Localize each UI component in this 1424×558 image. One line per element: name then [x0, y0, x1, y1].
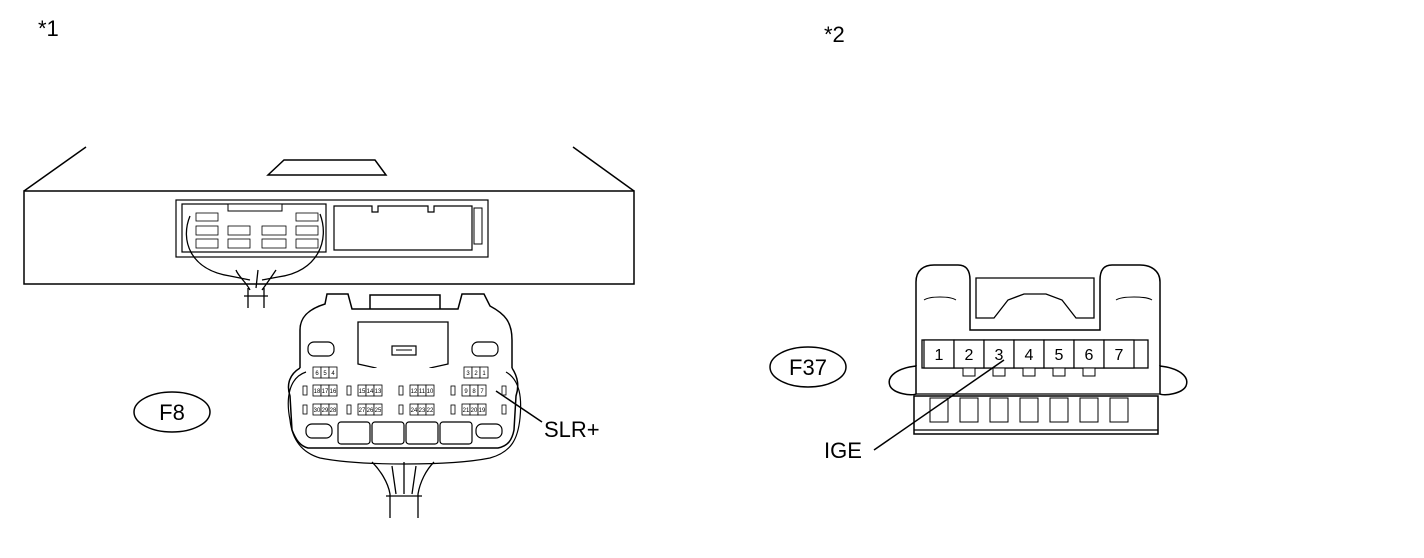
slr-leader-line	[495, 390, 543, 423]
f37-terminal-slot	[1049, 397, 1069, 423]
f8-pin-cell	[328, 403, 338, 416]
figure-label-right: *2	[824, 22, 845, 47]
f8-spacer-block	[302, 385, 308, 396]
f37-pin-tab	[1052, 367, 1066, 377]
f8-pin-cell	[477, 384, 487, 397]
f8-pin-number: 21	[463, 408, 470, 414]
figure-label-left: *1	[38, 16, 59, 41]
f37-pin-number: 2	[965, 347, 974, 364]
f8-pin-number: 19	[479, 408, 486, 414]
f8-pin-number: 2	[474, 371, 478, 377]
f8-pin-number: 15	[359, 389, 366, 395]
f8-pin-number: 8	[472, 389, 476, 395]
f37-pin-cell	[1073, 339, 1105, 369]
f8-spacer-block	[450, 404, 456, 415]
f37-terminal-slot	[929, 397, 949, 423]
f8-spacer-block	[302, 404, 308, 415]
f8-pin-number: 17	[322, 389, 329, 395]
f8-pin-number: 26	[367, 408, 374, 414]
f8-spacer-block	[398, 404, 404, 415]
f37-terminal-slot	[989, 397, 1009, 423]
f37-pin-number: 1	[935, 347, 944, 364]
f8-pin-number: 3	[466, 371, 470, 377]
f8-pin-cell	[328, 366, 338, 379]
f8-pin-number: 11	[419, 389, 426, 395]
f8-pin-number: 16	[330, 389, 337, 395]
f37-terminal-slot	[1109, 397, 1129, 423]
f8-pin-number: 10	[427, 389, 434, 395]
f8-pin-number: 27	[359, 408, 366, 414]
f8-pin-number: 4	[331, 371, 335, 377]
f8-spacer-block	[398, 385, 404, 396]
f37-pin-tab	[992, 367, 1006, 377]
f8-spacer-block	[501, 385, 507, 396]
f8-pin-number: 20	[471, 408, 478, 414]
f8-pin-cell	[328, 384, 338, 397]
f8-pin-cell	[479, 366, 489, 379]
f37-terminal-slot	[1079, 397, 1099, 423]
f37-pin-number: 3	[995, 347, 1004, 364]
f8-pin-number: 28	[330, 408, 337, 414]
f8-pin-number: 13	[375, 389, 382, 395]
f8-pin-cell	[425, 403, 435, 416]
f37-connector-id: F37	[789, 355, 827, 380]
f8-pin-cell	[425, 384, 435, 397]
f37-pin-tab	[1082, 367, 1096, 377]
f37-pin-number: 7	[1115, 347, 1124, 364]
f8-pin-number: 12	[411, 389, 418, 395]
f8-pin-number: 7	[480, 389, 484, 395]
f8-spacer-block	[346, 385, 352, 396]
f8-pin-number: 25	[375, 408, 382, 414]
f8-pin-number: 24	[411, 408, 418, 414]
f37-pin-cell	[923, 339, 955, 369]
f8-pin-cell	[477, 403, 487, 416]
f37-pin-cell	[1103, 339, 1135, 369]
f37-pin-number: 6	[1085, 347, 1094, 364]
f37-pin-number: 5	[1055, 347, 1064, 364]
f8-pin-number: 5	[323, 371, 327, 377]
f8-pin-number: 9	[464, 389, 468, 395]
f8-connector-tag: F8	[133, 391, 211, 433]
f8-pin-number: 23	[419, 408, 426, 414]
f8-spacer-block	[501, 404, 507, 415]
f8-pin-cell	[373, 384, 383, 397]
f8-spacer-block	[450, 385, 456, 396]
f8-pin-cell	[373, 403, 383, 416]
f8-connector-id: F8	[159, 400, 185, 425]
f8-pin-number: 6	[315, 371, 319, 377]
ige-terminal-label: IGE	[824, 438, 862, 463]
f37-terminal-slot	[1019, 397, 1039, 423]
f8-spacer-block	[346, 404, 352, 415]
f8-pin-number: 30	[314, 408, 321, 414]
f37-pin-cell	[1043, 339, 1075, 369]
f37-pin-tab	[962, 367, 976, 377]
f8-pin-number: 22	[427, 408, 434, 414]
f8-pin-number: 1	[482, 371, 486, 377]
ige-leader-line	[873, 359, 1005, 451]
f8-pin-number: 18	[314, 389, 321, 395]
ecu-pin-blocks	[195, 212, 319, 249]
f37-terminal-slot	[959, 397, 979, 423]
f37-pin-tab	[1022, 367, 1036, 377]
f37-pin-row: 1 2 3 4 5 6 7	[921, 339, 1149, 423]
f37-connector-tag: F37	[769, 346, 847, 388]
f8-pin-number: 29	[322, 408, 329, 414]
f37-pin-number: 4	[1025, 347, 1034, 364]
ecu-unit	[23, 146, 635, 308]
slr-terminal-label: SLR+	[544, 417, 600, 442]
f8-pin-number: 14	[367, 389, 374, 395]
